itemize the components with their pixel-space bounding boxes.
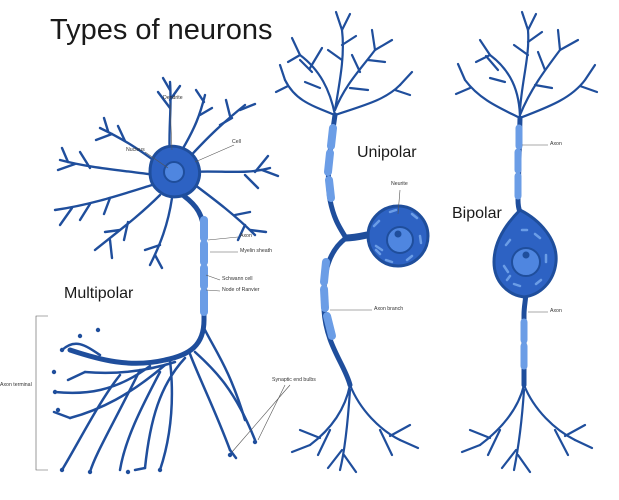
label-dendrite: Dendrite xyxy=(163,95,183,101)
bipolar-neuron xyxy=(454,10,599,474)
label-unipolar: Unipolar xyxy=(357,144,417,161)
bipolar-nucleolus xyxy=(522,251,530,259)
label-synaptic-end-bulbs: Synaptic end bulbs xyxy=(272,377,316,383)
unipolar-dendrites xyxy=(274,10,414,117)
bipolar-leader-lines xyxy=(522,144,548,313)
unipolar-myelin-sheath xyxy=(320,124,337,340)
label-bipolar: Bipolar xyxy=(452,205,502,222)
bipolar-myelin-sheath xyxy=(514,124,528,370)
label-neurite: Neurite xyxy=(391,181,408,187)
synaptic-end-bulbs xyxy=(51,327,258,475)
unipolar-organelles xyxy=(372,208,423,264)
label-myelin-sheath: Myelin sheath xyxy=(240,248,273,254)
unipolar-nucleus xyxy=(386,226,414,254)
multipolar-axon-terminals xyxy=(52,328,257,474)
unipolar-nucleolus xyxy=(394,230,402,238)
label-multipolar: Multipolar xyxy=(64,285,134,302)
label-schwann-cell: Schwann cell xyxy=(222,276,253,282)
page-title: Types of neurons xyxy=(50,14,273,46)
label-axon: Axon xyxy=(240,233,252,239)
bipolar-organelles xyxy=(502,228,548,288)
multipolar-leader-lines xyxy=(35,102,291,471)
label-bipolar-axon-bottom: Axon xyxy=(550,308,562,314)
label-axon-terminal: Axon terminal xyxy=(0,382,32,388)
label-nucleus: Nucleus xyxy=(126,147,145,153)
multipolar-axon xyxy=(67,193,207,366)
unipolar-axon-terminals xyxy=(290,383,420,474)
label-cell: Cell xyxy=(232,139,241,145)
bipolar-axon-terminals xyxy=(460,383,594,474)
bipolar-nucleus xyxy=(511,247,541,277)
multipolar-dendrites xyxy=(53,76,280,270)
unipolar-leader-lines xyxy=(330,189,401,311)
unipolar-neuron xyxy=(274,10,430,474)
multipolar-neuron xyxy=(51,76,280,475)
label-axon-branch: Axon branch xyxy=(374,306,404,312)
label-node-of-ranvier: Node of Ranvier xyxy=(222,287,260,293)
label-bipolar-axon-top: Axon xyxy=(550,141,562,147)
bipolar-dendrites xyxy=(454,10,599,122)
multipolar-nucleus xyxy=(163,161,185,183)
